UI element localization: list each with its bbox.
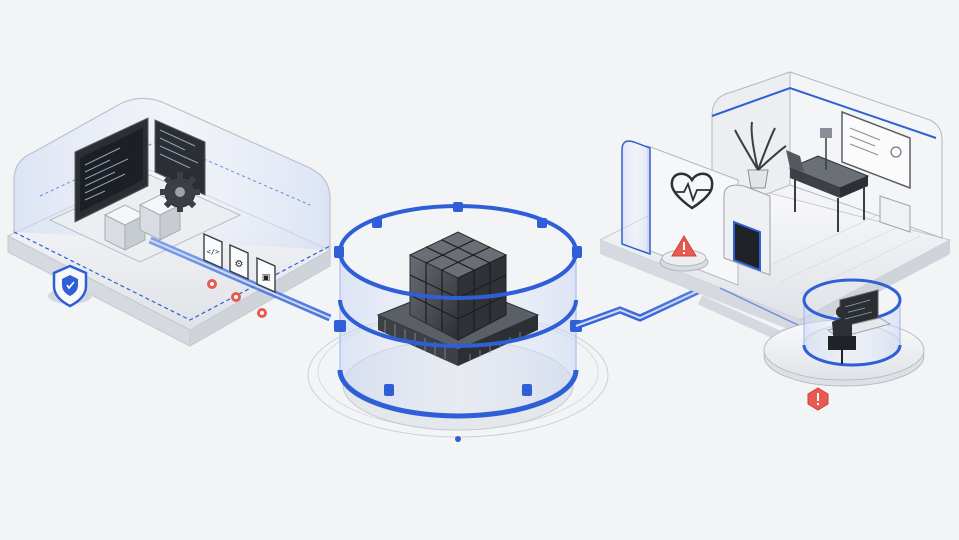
stage-package: ▣ bbox=[256, 256, 276, 294]
stage-code: </> bbox=[203, 232, 223, 270]
package-cube-icon: ▣ bbox=[262, 273, 271, 283]
code-brackets-icon: </> bbox=[207, 248, 220, 256]
dev-server-blocks bbox=[103, 194, 182, 251]
central-core bbox=[307, 202, 609, 442]
pipeline-stages: </> ⚙ ▣ bbox=[148, 232, 332, 322]
operator-person-icon bbox=[828, 306, 856, 364]
hospital-bed-icon bbox=[786, 128, 870, 232]
stage-build: ⚙ bbox=[229, 243, 249, 281]
operator-pod bbox=[763, 278, 925, 411]
dev-station bbox=[6, 97, 332, 347]
alert-badge-icon bbox=[207, 279, 267, 318]
plant-icon bbox=[734, 121, 787, 189]
gear-stage-icon: ⚙ bbox=[235, 259, 244, 270]
alert-badge-icon bbox=[807, 387, 829, 411]
gear-icon bbox=[160, 172, 200, 212]
shield-icon bbox=[48, 264, 92, 308]
heart-pulse-icon bbox=[670, 172, 714, 210]
patient-monitor-icon bbox=[841, 110, 911, 190]
clinic-room bbox=[598, 71, 952, 334]
warning-triangle-icon bbox=[659, 235, 709, 272]
